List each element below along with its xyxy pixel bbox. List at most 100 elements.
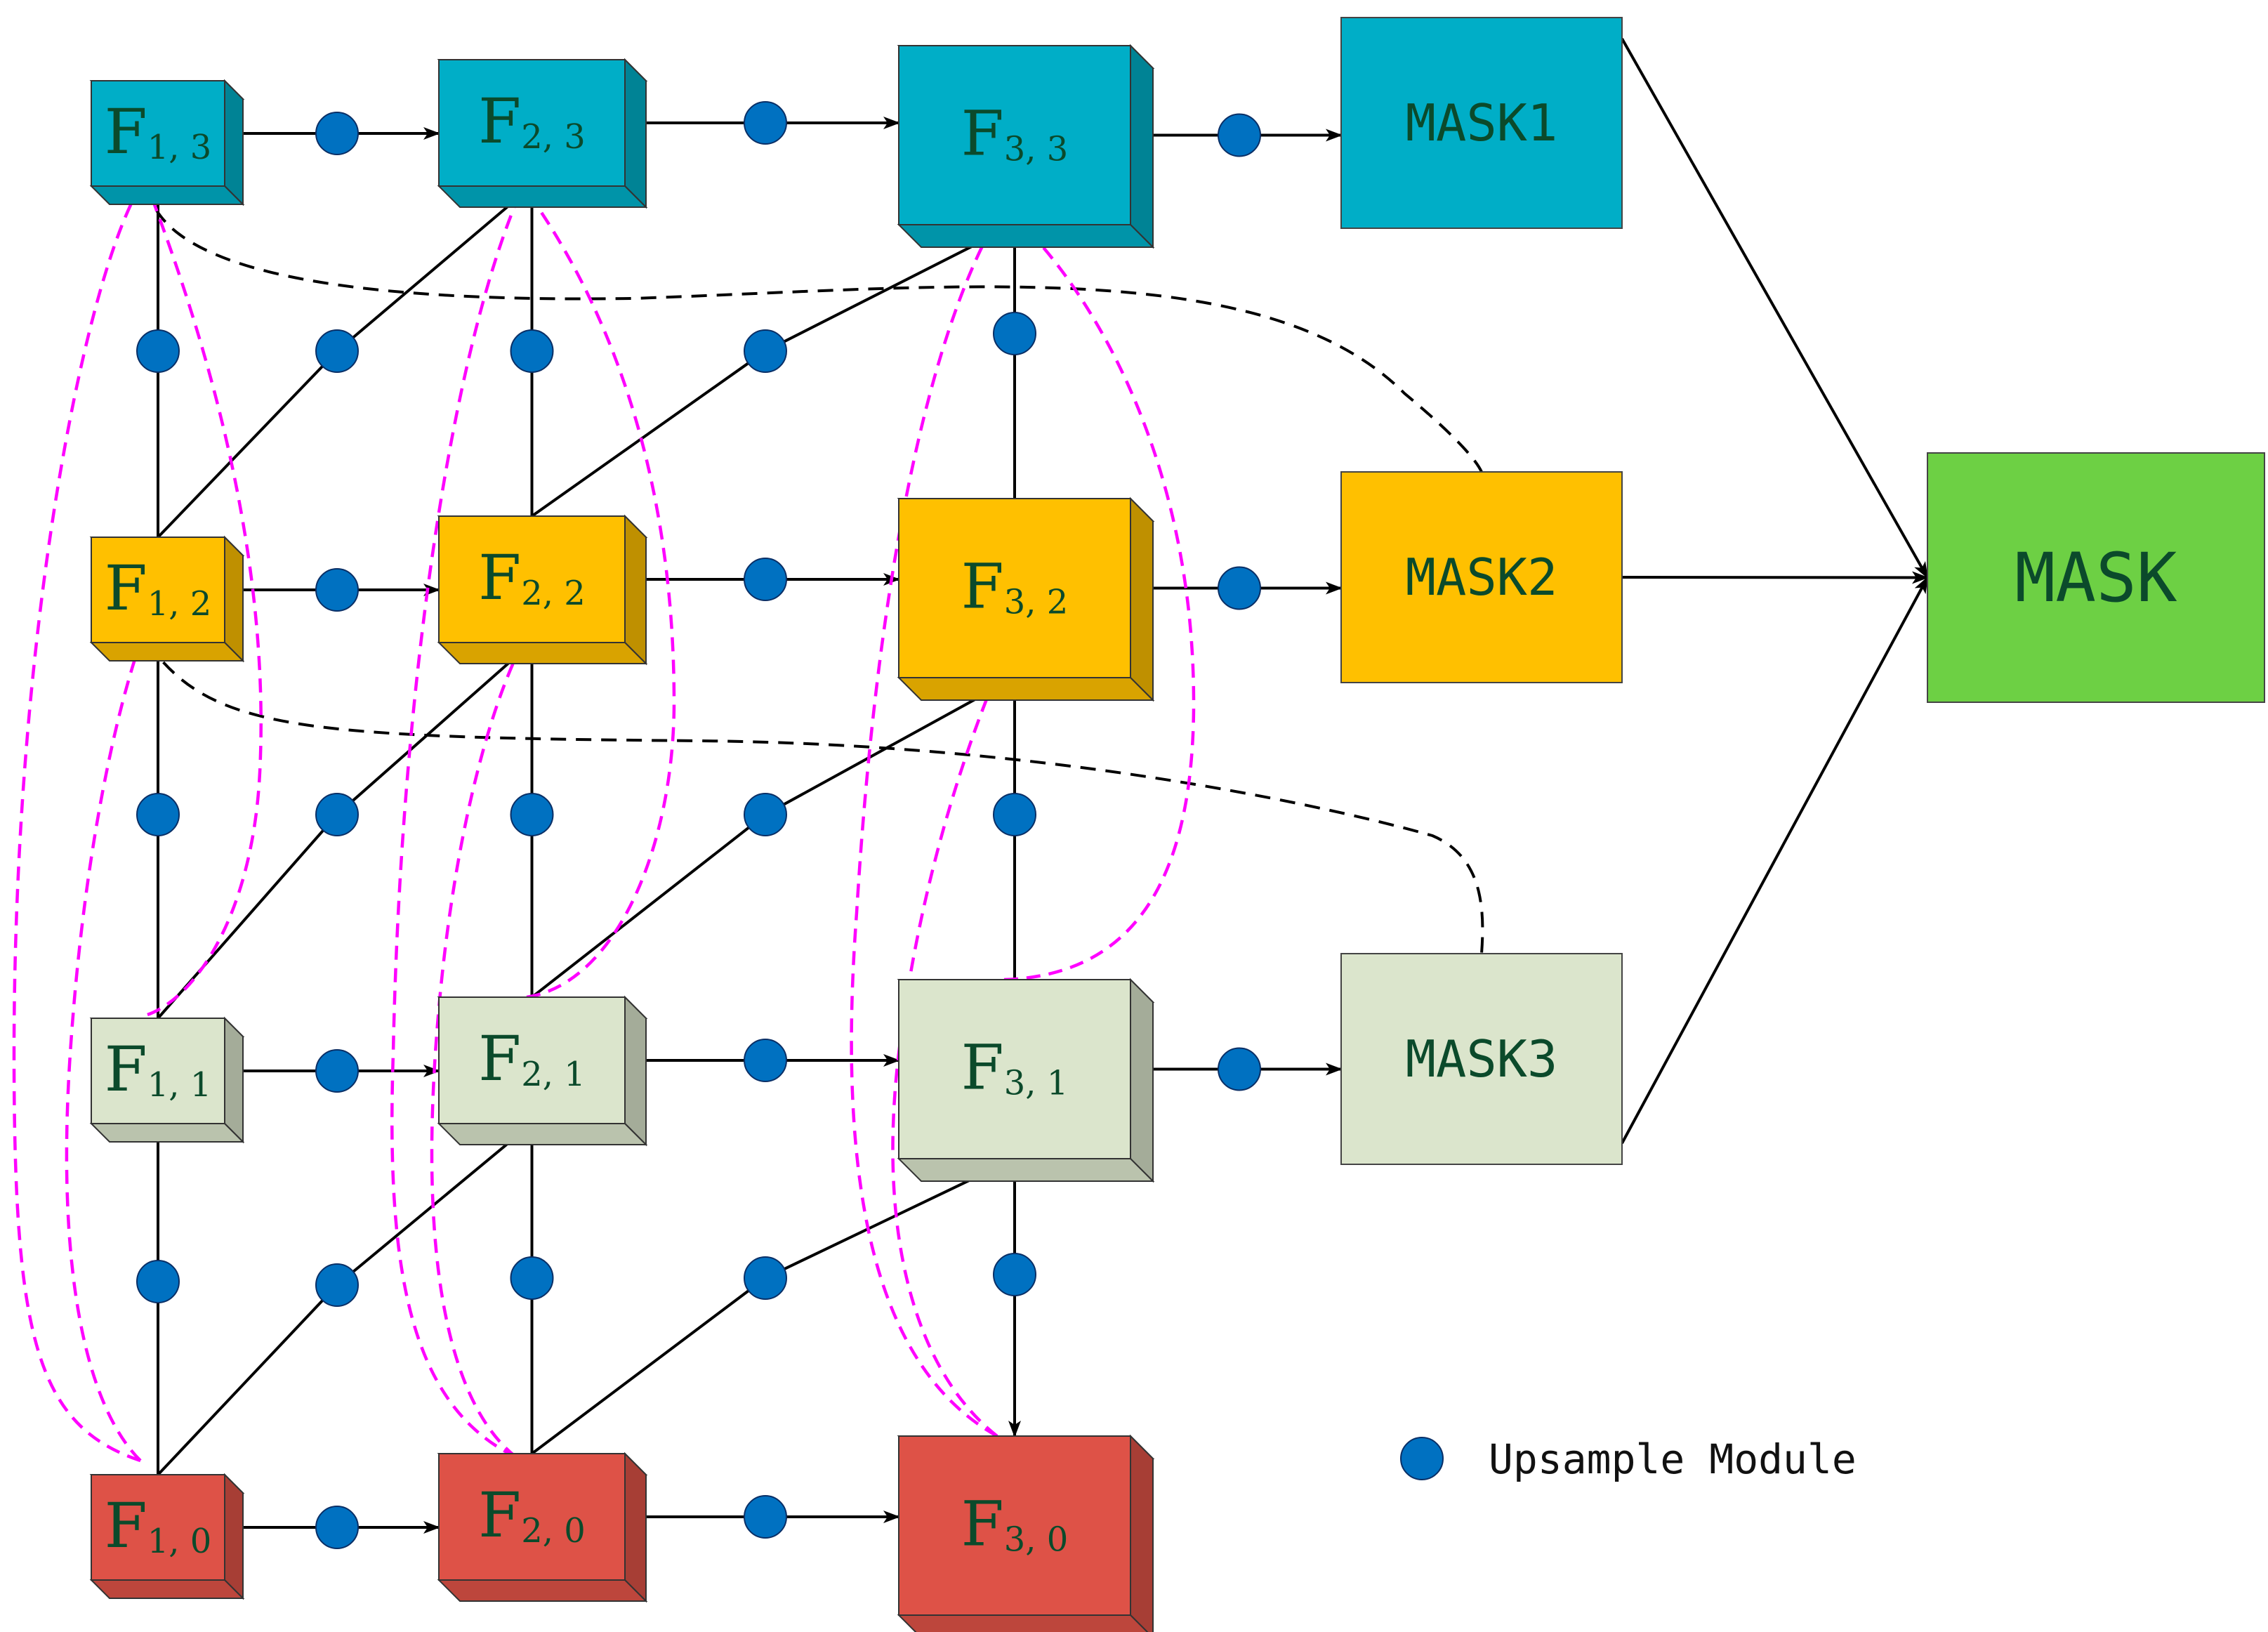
d-link-F10-F21 <box>352 1122 534 1273</box>
mask-node-mask2: MASK2 <box>1340 471 1623 683</box>
upsample-module-3 <box>1218 113 1261 157</box>
node-label-sub: 2, 1 <box>521 1055 586 1094</box>
merge-arrow-mask3 <box>1621 576 1929 1144</box>
box-bottom-face <box>437 185 648 208</box>
box-side-face <box>224 79 244 206</box>
box-front-face <box>438 996 626 1124</box>
legend: Upsample Module <box>1400 1435 1857 1483</box>
node-label-base: F <box>961 98 1004 170</box>
node-label-base: F <box>105 96 147 168</box>
node-label: F1, 3 <box>105 96 212 168</box>
mask-label: MASK3 <box>1406 1029 1558 1088</box>
mask-label: MASK2 <box>1406 548 1558 607</box>
node-label: F3, 3 <box>961 98 1069 170</box>
box-front-face <box>898 498 1131 678</box>
feature-node-f13: F1, 3 <box>89 79 245 206</box>
node-label: F2, 3 <box>478 85 586 157</box>
box-bottom-face <box>437 1123 648 1145</box>
d-link-F21 <box>531 826 750 999</box>
upsample-module-24 <box>744 1256 787 1300</box>
box-bottom-face <box>89 185 245 205</box>
upsample-module-20 <box>993 1253 1036 1296</box>
box-side-face <box>1130 44 1154 249</box>
upsample-module-10 <box>315 1506 359 1549</box>
feature-node-f23: F2, 3 <box>437 58 648 209</box>
d-link-F12-F23 <box>352 185 534 339</box>
feature-node-f11: F1, 1 <box>89 1016 245 1144</box>
d-link-F10 <box>157 1299 324 1476</box>
node-label: F2, 0 <box>478 1479 586 1551</box>
box-side-face <box>1130 496 1154 702</box>
node-label-sub: 3, 1 <box>1004 1064 1069 1103</box>
skip-link-5 <box>430 641 525 1459</box>
upsample-module-21 <box>315 1263 359 1307</box>
box-side-face <box>224 1016 244 1144</box>
merge-arrow-mask1 <box>1621 38 1929 579</box>
node-label: F1, 0 <box>105 1489 212 1562</box>
box-front-face <box>91 537 225 643</box>
box-front-face <box>438 515 626 643</box>
node-label-base: F <box>961 551 1004 623</box>
box-bottom-face <box>897 1158 1155 1182</box>
d-link-F20 <box>531 1289 750 1455</box>
feature-node-f12: F1, 2 <box>89 535 245 663</box>
skip-link-3 <box>145 185 263 1017</box>
node-label-base: F <box>961 1032 1004 1104</box>
box-front-face <box>91 1474 225 1581</box>
node-label-sub: 3, 3 <box>1004 130 1069 169</box>
node-label: F1, 2 <box>105 552 212 624</box>
box-bottom-face <box>437 642 648 664</box>
upsample-module-26 <box>744 329 787 373</box>
upsample-module-8 <box>744 1039 787 1082</box>
node-label-base: F <box>105 1489 147 1562</box>
node-label-sub: 1, 2 <box>147 584 212 624</box>
upsample-module-23 <box>315 329 359 373</box>
node-label-sub: 3, 2 <box>1004 583 1069 622</box>
dashed-link-f13-mask2 <box>146 185 1483 473</box>
mask-links-layer <box>146 185 1484 954</box>
skip-links-layer <box>12 185 1196 1463</box>
node-label: F2, 2 <box>478 541 586 614</box>
node-label-base: F <box>478 1022 521 1095</box>
upsample-module-13 <box>136 793 180 836</box>
upsample-module-11 <box>744 1495 787 1539</box>
box-side-face <box>624 1452 647 1603</box>
feature-node-f10: F1, 0 <box>89 1473 245 1600</box>
node-label: F2, 1 <box>478 1022 586 1095</box>
node-label-sub: 2, 2 <box>521 574 586 613</box>
node-label-sub: 1, 1 <box>147 1065 212 1105</box>
upsample-module-18 <box>993 793 1036 836</box>
box-bottom-face <box>89 1123 245 1143</box>
node-label: F1, 1 <box>105 1033 212 1105</box>
node-label-base: F <box>478 541 521 614</box>
feature-node-f30: F3, 0 <box>897 1434 1155 1632</box>
node-label-sub: 1, 3 <box>147 128 212 167</box>
upsample-module-1 <box>315 112 359 155</box>
mask-box <box>1340 17 1623 229</box>
box-bottom-face <box>89 642 245 662</box>
node-label-base: F <box>478 85 521 157</box>
node-label-sub: 2, 3 <box>521 117 586 157</box>
upsample-module-15 <box>510 1256 554 1300</box>
skip-link-2 <box>65 641 143 1462</box>
feature-node-f33: F3, 3 <box>897 44 1155 249</box>
box-side-face <box>624 58 647 209</box>
upsample-module-22 <box>315 793 359 836</box>
box-front-face <box>438 1453 626 1581</box>
feature-node-f22: F2, 2 <box>437 514 648 666</box>
node-label-base: F <box>105 1033 147 1105</box>
skip-link-7 <box>850 206 1006 1437</box>
mask-node-mask3: MASK3 <box>1340 953 1623 1165</box>
mask-box <box>1340 953 1623 1165</box>
mask-output-node: MASK <box>1927 452 2265 703</box>
upsample-module-16 <box>510 793 554 836</box>
box-front-face <box>898 979 1131 1159</box>
node-label-base: F <box>961 1488 1004 1560</box>
upsample-module-19 <box>993 312 1036 355</box>
box-bottom-face <box>897 1614 1149 1632</box>
mask-label: MASK1 <box>1406 93 1558 152</box>
upsample-module-17 <box>510 329 554 373</box>
box-front-face <box>438 59 626 187</box>
